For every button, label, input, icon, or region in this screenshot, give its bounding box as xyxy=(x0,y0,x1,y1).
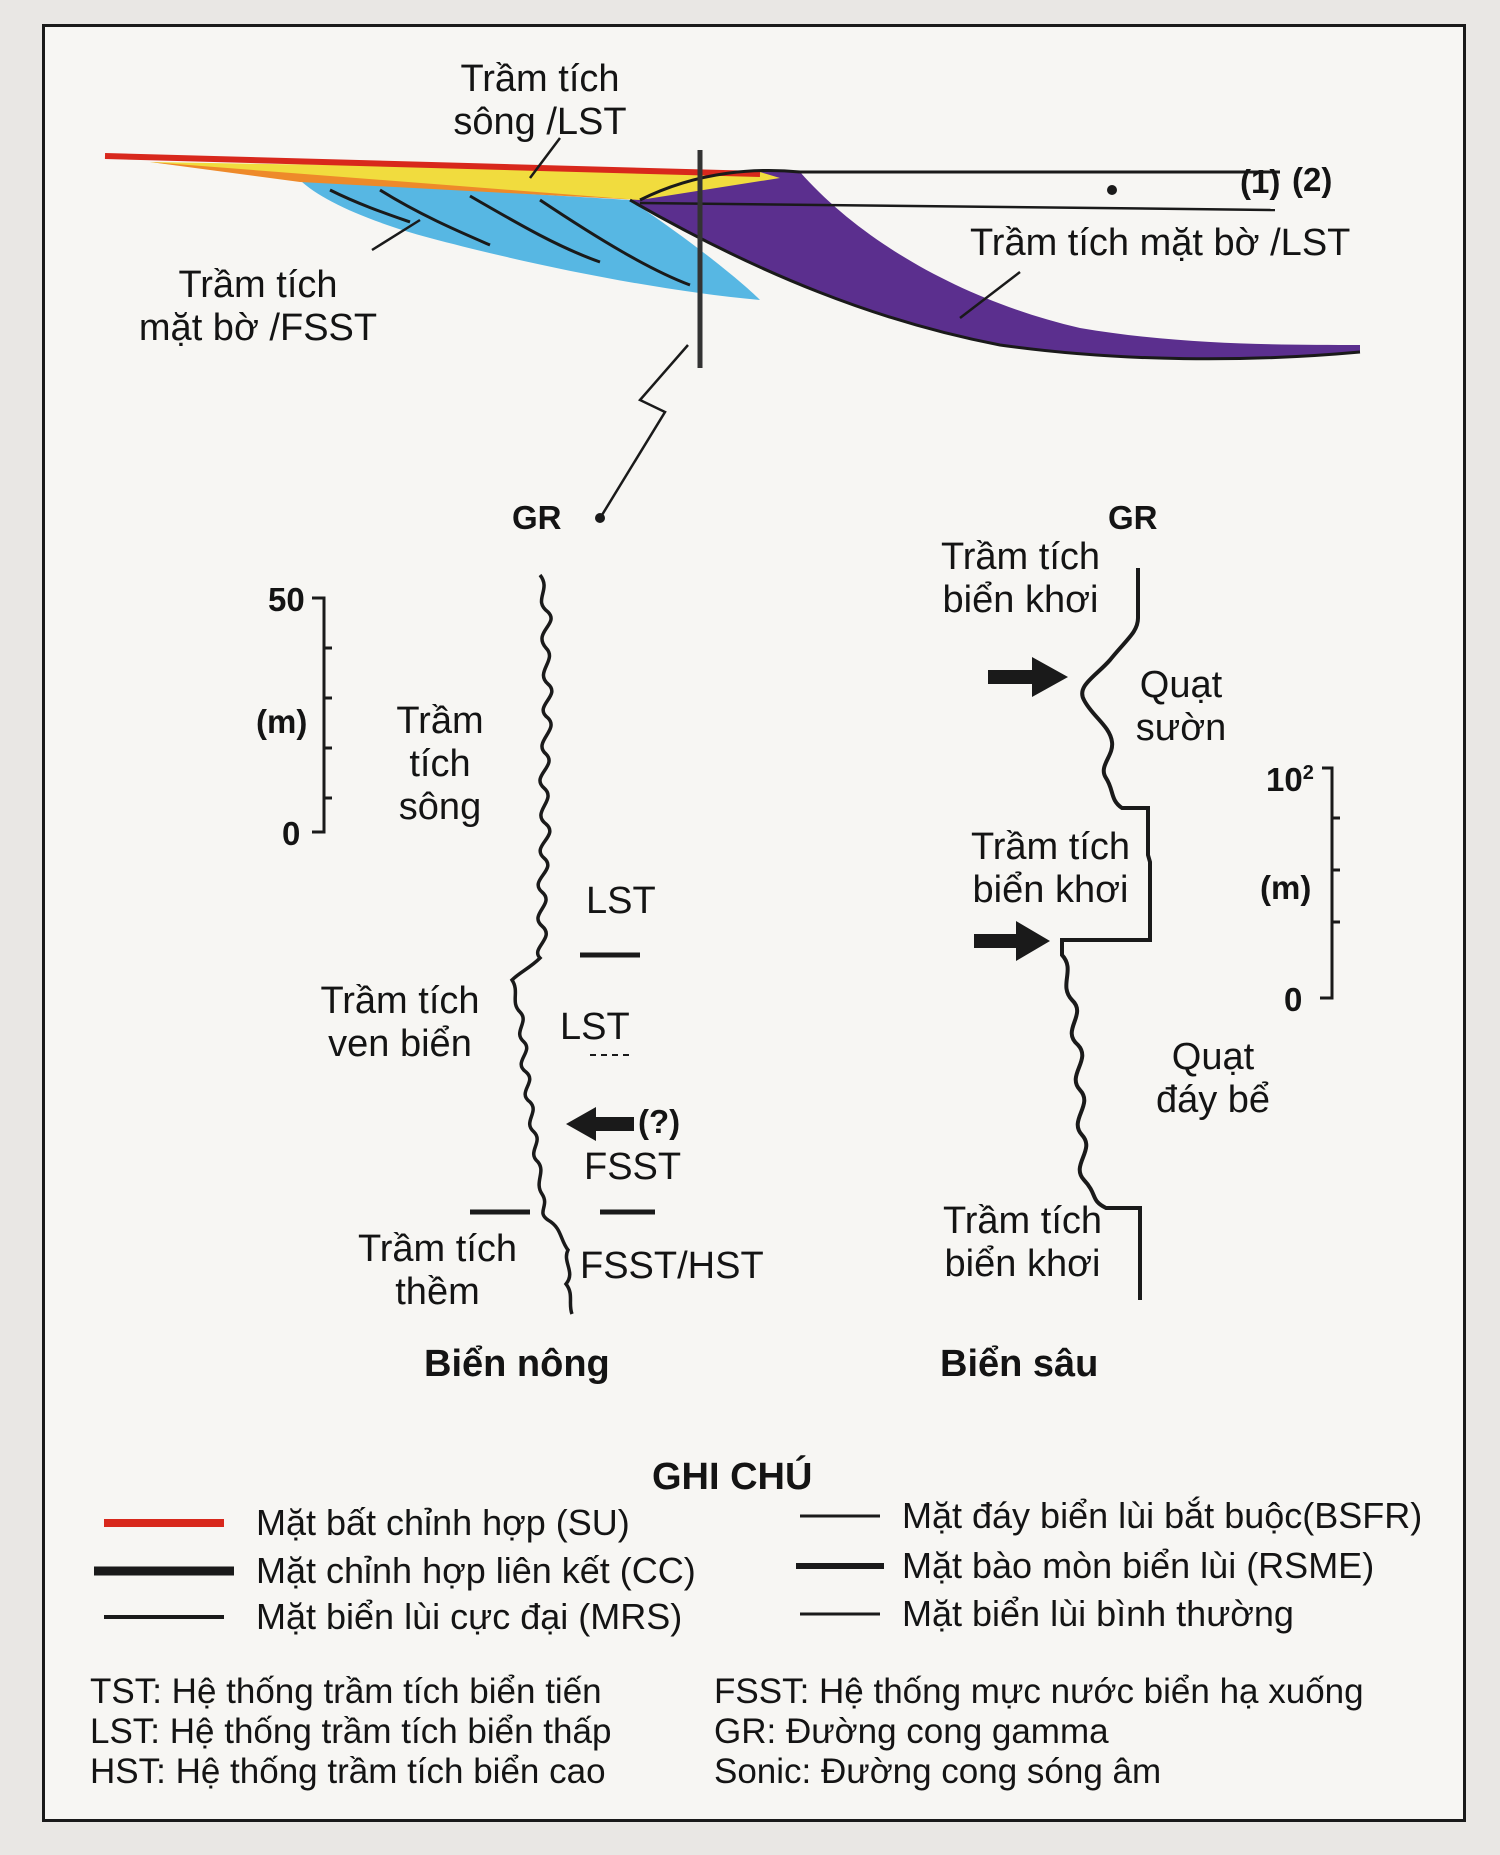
label-line: Quạt xyxy=(1139,664,1223,706)
lst-base-line xyxy=(629,198,1361,361)
abbr-hst: HST: Hệ thống trầm tích biển cao xyxy=(90,1752,606,1791)
shallow-scale-unit: (m) xyxy=(256,703,308,740)
label-shelf-deposits: Trầm tích thềm xyxy=(345,1228,530,1314)
label-fsst-hst: FSST/HST xyxy=(580,1245,764,1287)
gr-curve-deep xyxy=(1060,568,1152,1300)
label-line: Trầm tích xyxy=(970,826,1131,868)
deep-log-graphics xyxy=(974,568,1340,1300)
label-offshore-top: Trầm tích biển khơi xyxy=(928,536,1113,622)
label-basin-fan: Quạt đáy bể xyxy=(1148,1036,1278,1122)
legend-title: GHI CHÚ xyxy=(652,1456,813,1498)
legend-item-cc: Mặt chỉnh hợp liên kết (CC) xyxy=(256,1550,696,1591)
label-line: biển khơi xyxy=(944,1243,1101,1285)
legend-item-su: Mặt bất chỉnh hợp (SU) xyxy=(256,1502,630,1543)
cross-section xyxy=(104,137,1361,523)
label-line: biển khơi xyxy=(942,579,1099,621)
right-label-lst: Trầm tích mặt bờ /LST xyxy=(970,222,1351,264)
horizon-line-1 xyxy=(639,201,1276,212)
label-line: sườn xyxy=(1135,707,1227,749)
pointer-head xyxy=(595,513,605,523)
zigzag-pointer xyxy=(600,344,689,516)
arrow-left xyxy=(566,1107,634,1141)
label-lst-lower: LST xyxy=(560,1006,630,1048)
horizon-dot xyxy=(1107,185,1117,195)
label-slope-fan: Quạt sườn xyxy=(1126,664,1236,750)
label-line: Quạt xyxy=(1171,1036,1255,1078)
shallow-scale-bottom: 0 xyxy=(282,815,301,852)
label-line: Trầm tích xyxy=(460,58,620,100)
label-line: sông /LST xyxy=(453,101,627,143)
label-line: Trầm xyxy=(396,700,484,742)
deep-scale-bottom: 0 xyxy=(1284,981,1303,1018)
gr-label-deep: GR xyxy=(1108,499,1158,536)
clinoform-lines xyxy=(329,168,801,287)
abbr-fsst: FSST: Hệ thống mực nước biển hạ xuống xyxy=(714,1672,1364,1711)
label-lst-upper: LST xyxy=(586,880,656,922)
deep-scale-unit: (m) xyxy=(1260,869,1312,906)
abbr-lst: LST: Hệ thống trầm tích biển thấp xyxy=(90,1712,612,1751)
deep-scale-bar xyxy=(1320,766,1340,1000)
label-fsst: FSST xyxy=(584,1146,682,1188)
label-line: Trầm tích xyxy=(942,1200,1103,1242)
leader-river xyxy=(529,137,561,179)
label-line: mặt bờ /FSST xyxy=(138,307,378,349)
abbr-tst: TST: Hệ thống trầm tích biển tiến xyxy=(90,1672,602,1711)
label-line: Trầm tích xyxy=(320,980,480,1022)
label-river-deposits: Trầm tích sông xyxy=(380,700,500,829)
label-line: ven biển xyxy=(328,1023,472,1065)
abbr-gr: GR: Đường cong gamma xyxy=(714,1712,1109,1751)
legend-item-rsme: Mặt bào mòn biển lùi (RSME) xyxy=(902,1545,1375,1586)
label-line: biển khơi xyxy=(972,869,1129,911)
scale-base: 10 xyxy=(1266,761,1303,798)
label-offshore-bottom: Trầm tích biển khơi xyxy=(930,1200,1115,1286)
label-line: Trầm tích xyxy=(357,1228,518,1270)
label-question: (?) xyxy=(638,1103,681,1140)
title-shallow-sea: Biển nông xyxy=(424,1343,610,1385)
legend-item-normal: Mặt biển lùi bình thường xyxy=(902,1593,1294,1634)
arrow-slope-fan xyxy=(988,657,1068,697)
shallow-log-graphics xyxy=(312,573,655,1315)
shallow-scale-bar xyxy=(312,596,332,834)
shallow-scale-top: 50 xyxy=(268,581,305,618)
su-surface xyxy=(104,153,761,177)
river-sand-orange-band xyxy=(150,162,640,200)
label-line: Trầm tích xyxy=(178,264,338,306)
legend-lines xyxy=(94,1514,884,1619)
gr-curve-shallow xyxy=(509,573,574,1315)
marker-1: (1) xyxy=(1240,163,1281,200)
top-label-river: Trầm tích sông /LST xyxy=(430,58,650,144)
left-label-fsst: Trầm tích mặt bờ /FSST xyxy=(118,264,398,350)
title-deep-sea: Biển sâu xyxy=(940,1343,1099,1385)
label-line: sông xyxy=(398,786,482,828)
label-line: tích xyxy=(409,743,471,785)
marker-2: (2) xyxy=(1292,161,1333,198)
abbr-sonic: Sonic: Đường cong sóng âm xyxy=(714,1752,1162,1791)
label-line: Trầm tích xyxy=(940,536,1101,578)
figure-frame xyxy=(42,24,1466,1822)
legend-item-bsfr: Mặt đáy biển lùi bắt buộc(BSFR) xyxy=(902,1495,1423,1536)
label-line: thềm xyxy=(395,1271,480,1313)
label-line: đáy bể xyxy=(1155,1079,1271,1121)
scale-exponent: 2 xyxy=(1302,762,1314,784)
lst-shelf-margin-wedge xyxy=(630,170,1360,359)
gr-label-shallow: GR xyxy=(512,499,562,536)
leader-lst xyxy=(959,271,1021,319)
label-offshore-middle: Trầm tích biển khơi xyxy=(958,826,1143,912)
legend-item-mrs: Mặt biển lùi cực đại (MRS) xyxy=(256,1596,683,1637)
arrow-basin-fan xyxy=(974,921,1050,961)
deep-scale-top: 102 xyxy=(1266,752,1314,801)
leader-fsst xyxy=(371,218,421,252)
label-coastal-deposits: Trầm tích ven biển xyxy=(300,980,500,1066)
